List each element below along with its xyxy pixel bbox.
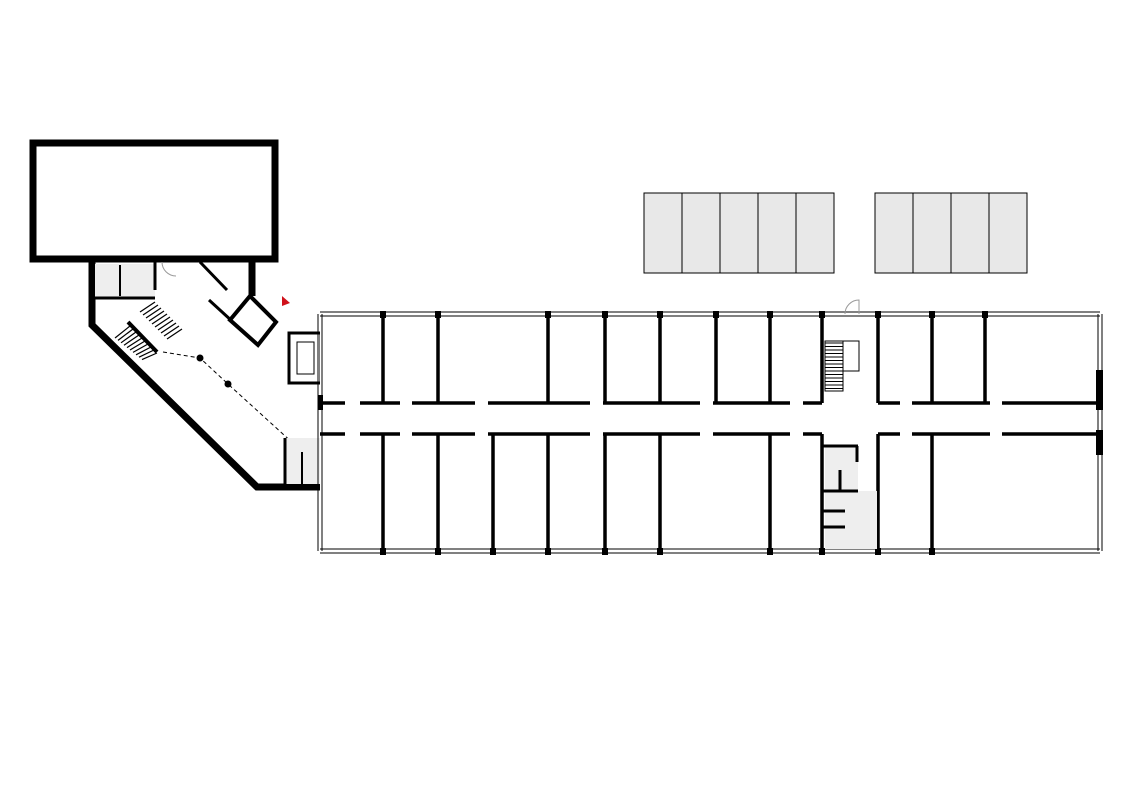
parking-slot (950, 192, 990, 274)
wc-block-top (95, 264, 155, 298)
stair-tread (142, 304, 159, 316)
column (380, 311, 386, 318)
parking-slot (643, 192, 683, 274)
stair-tread (114, 325, 131, 339)
column (380, 548, 386, 555)
stair-tread (157, 319, 174, 331)
column (819, 311, 825, 318)
column (602, 548, 608, 555)
column (929, 548, 935, 555)
stair-tread (163, 325, 180, 337)
column (767, 311, 773, 318)
main-building (317, 299, 1103, 555)
parking-slot (757, 192, 797, 274)
stair-tread (129, 340, 146, 351)
lobby-stair (114, 301, 183, 361)
stair-tread (139, 301, 156, 313)
parking-slot (988, 192, 1028, 274)
route-path (162, 351, 296, 446)
north-arrow-icon (282, 296, 290, 306)
lobby-wing (88, 260, 323, 491)
stair-tread (123, 334, 140, 346)
parking-slot (912, 192, 952, 274)
stair-tread (145, 307, 162, 319)
column (657, 311, 663, 318)
parking-slot (719, 192, 759, 274)
stair-tread (138, 349, 155, 358)
entrance-door (844, 299, 860, 315)
stair-tread (151, 313, 168, 325)
column (875, 311, 881, 318)
entrance-vestibule (227, 293, 279, 348)
column (435, 311, 441, 318)
stair-tread (126, 337, 143, 349)
column (545, 311, 551, 318)
parking-slot (874, 192, 914, 274)
elevator (287, 331, 323, 385)
stair-tread (132, 343, 149, 353)
parking-slot (795, 192, 835, 274)
column (602, 311, 608, 318)
wc-room (825, 491, 877, 549)
column (435, 548, 441, 555)
parking-area (643, 192, 1028, 274)
column (545, 548, 551, 555)
column (875, 548, 881, 555)
column (713, 311, 719, 318)
stair-tread (160, 322, 177, 334)
stair-tread (148, 310, 165, 322)
column (929, 311, 935, 318)
column (657, 548, 663, 555)
stair-tread (154, 316, 171, 328)
stair-tread (120, 331, 137, 344)
column (767, 548, 773, 555)
parking-slot (681, 192, 721, 274)
stair-tread (117, 328, 134, 341)
stair-tread (135, 346, 152, 356)
annex-hall (29, 139, 279, 263)
column (490, 548, 496, 555)
stair-tread (141, 352, 158, 361)
stair-tread (166, 328, 183, 340)
column (982, 311, 988, 318)
wall-pier (1096, 430, 1103, 455)
wall-pier (1096, 370, 1103, 410)
column (819, 548, 825, 555)
stair-landing (842, 340, 860, 372)
